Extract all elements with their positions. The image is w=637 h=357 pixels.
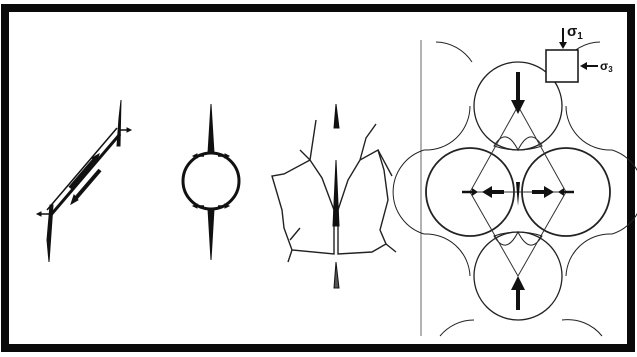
- stress-marker-top: [334, 104, 339, 128]
- pore-interstitial-1: [494, 137, 542, 150]
- wing-crack-top: [117, 100, 121, 146]
- pore-crack-bottom: [208, 209, 214, 260]
- sigma3-symbol: σ: [600, 59, 608, 73]
- pore-tension-right: [218, 156, 226, 206]
- grain-edge-far-left: [393, 150, 424, 234]
- panel-circular-pore: [183, 104, 239, 260]
- contact-crack: [516, 182, 520, 206]
- sliding-crack: [50, 134, 120, 216]
- pore: [183, 153, 239, 209]
- grain-edge-left-top: [424, 106, 470, 150]
- stress-element: [546, 50, 578, 82]
- sliding-crack-inner: [47, 128, 117, 210]
- grain-edge-right-bottom: [566, 234, 612, 276]
- stress-legend: σ1 σ3: [546, 23, 613, 82]
- grain-bottom-boundary: [288, 228, 396, 262]
- panel-grain-packing: [393, 40, 637, 336]
- sigma1-symbol: σ: [567, 23, 577, 40]
- stress-marker-bottom: [334, 262, 339, 288]
- grain-edge-right-top: [566, 106, 612, 150]
- sigma3-subscript: 3: [608, 65, 613, 74]
- sigma1-subscript: 1: [577, 31, 583, 42]
- figure-frame: [5, 8, 631, 348]
- grain-edge-bottom-left: [440, 320, 474, 336]
- pore-crack-top: [208, 104, 214, 153]
- boundary-crack: [333, 160, 339, 226]
- grain-edge-left-bottom: [424, 234, 470, 276]
- pore-interstitial-2: [494, 232, 542, 245]
- sigma3-label: σ3: [600, 59, 613, 74]
- pore-tension-left: [196, 156, 204, 206]
- grain-top-boundary: [300, 120, 392, 176]
- panel-grain-boundary: [272, 104, 396, 288]
- sigma1-label: σ1: [567, 23, 583, 42]
- panel-sliding-crack: [37, 100, 131, 262]
- grain-right: [338, 150, 388, 254]
- grain-edge-top-left: [436, 42, 472, 62]
- grain-edge-bottom-right: [562, 320, 602, 336]
- grain-left: [272, 160, 334, 254]
